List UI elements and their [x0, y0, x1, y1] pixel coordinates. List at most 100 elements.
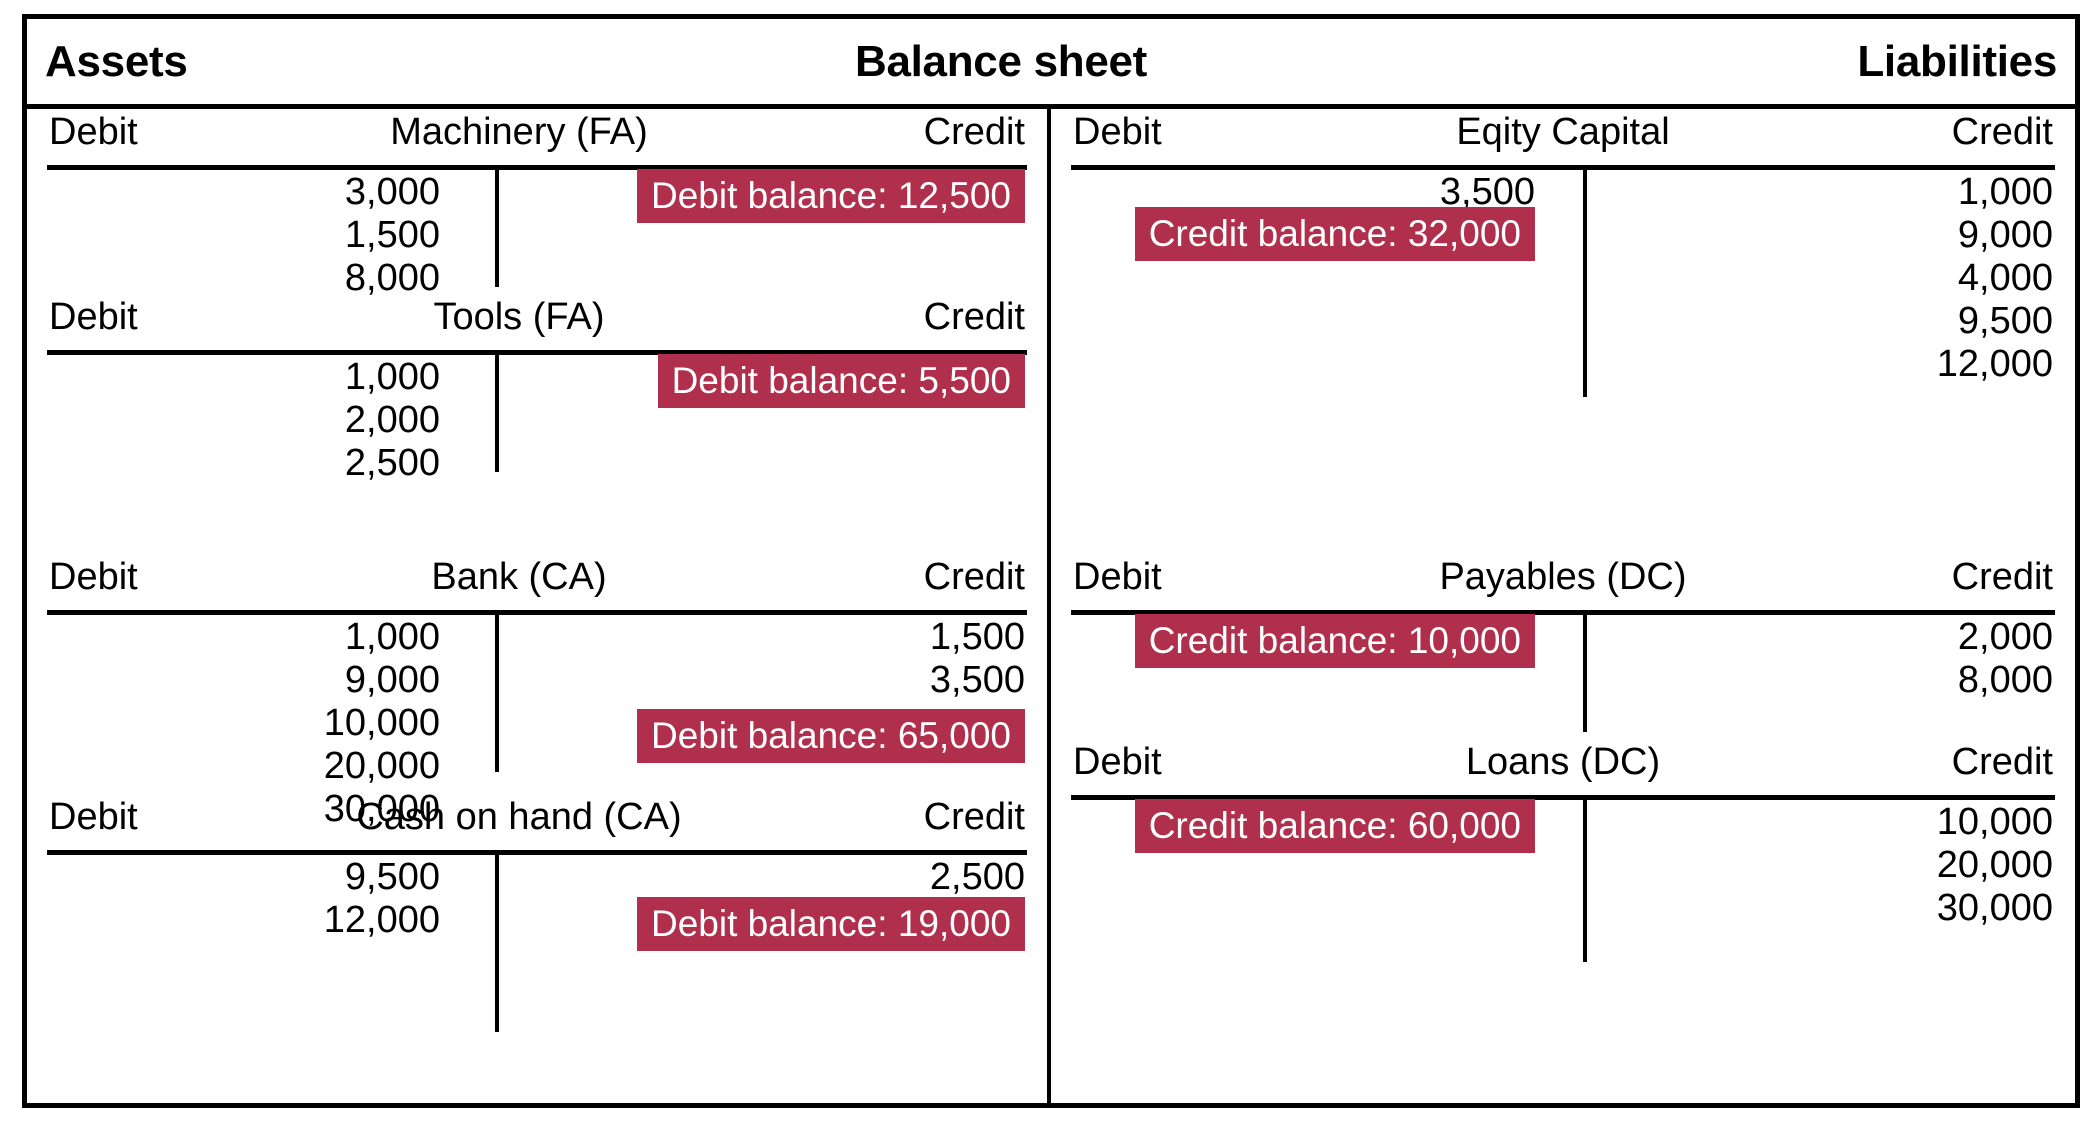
credit-column-header: Credit — [1951, 111, 2053, 153]
balance-badge: Debit balance: 12,500 — [637, 169, 1025, 223]
debit-entries: 1,000 2,000 2,500 — [345, 356, 440, 485]
t-account-top-rule — [47, 350, 1027, 355]
debit-column-header: Debit — [49, 111, 138, 153]
account-name: Bank (CA) — [431, 556, 607, 598]
balance-sheet-frame: Assets Balance sheet Liabilities Debit M… — [22, 14, 2080, 1108]
t-account-divider — [1583, 612, 1587, 732]
t-account-tools: Debit Tools (FA) Credit 1,000 2,000 2,50… — [27, 294, 1047, 484]
t-account-equity-capital: Debit Eqity Capital Credit 3,500 1,000 9… — [1051, 109, 2075, 397]
balance-badge: Credit balance: 32,000 — [1134, 207, 1535, 261]
entry-value: 9,500 — [344, 856, 440, 898]
entry-value: 1,000 — [344, 616, 440, 658]
t-account-machinery: Debit Machinery (FA) Credit 3,000 1,500 … — [27, 109, 1047, 299]
t-account-header: Debit Tools (FA) Credit — [27, 294, 1047, 350]
t-account-bank: Debit Bank (CA) Credit 1,000 9,000 10,00… — [27, 554, 1047, 830]
entry-value: 12,000 — [1936, 343, 2053, 385]
t-account-divider — [1583, 167, 1587, 397]
entry-value: 2,500 — [344, 442, 440, 484]
t-account-loans: Debit Loans (DC) Credit 10,000 20,000 30… — [1051, 739, 2075, 962]
credit-column-header: Credit — [923, 296, 1025, 338]
entry-value: 30,000 — [323, 788, 440, 830]
liabilities-panel: Debit Eqity Capital Credit 3,500 1,000 9… — [1051, 109, 2075, 1103]
credit-entries: 1,500 3,500 — [930, 616, 1025, 702]
credit-entries: 10,000 20,000 30,000 — [1937, 801, 2053, 930]
t-account-divider — [495, 612, 499, 772]
balance-badge: Debit balance: 5,500 — [657, 354, 1025, 408]
balance-badge: Debit balance: 65,000 — [637, 709, 1025, 763]
t-account-header: Debit Cash on hand (CA) Credit — [27, 794, 1047, 850]
account-name: Payables (DC) — [1439, 556, 1687, 598]
t-account-header: Debit Bank (CA) Credit — [27, 554, 1047, 610]
entry-value: 1,000 — [1957, 171, 2053, 213]
balance-badge: Credit balance: 10,000 — [1134, 614, 1535, 668]
debit-entries: 3,500 — [1440, 171, 1535, 214]
entry-value: 3,500 — [1439, 171, 1535, 213]
credit-entries: 1,000 9,000 4,000 9,500 12,000 — [1937, 171, 2053, 386]
assets-panel: Debit Machinery (FA) Credit 3,000 1,500 … — [27, 109, 1051, 1103]
debit-column-header: Debit — [1073, 111, 1162, 153]
t-account-top-rule — [1071, 610, 2055, 615]
debit-column-header: Debit — [49, 296, 138, 338]
entry-value: 3,500 — [929, 659, 1025, 701]
account-name: Loans (DC) — [1465, 741, 1661, 783]
account-name: Tools (FA) — [433, 296, 605, 338]
t-account-header: Debit Machinery (FA) Credit — [27, 109, 1047, 165]
account-name: Cash on hand (CA) — [356, 796, 682, 838]
entry-value: 2,000 — [1957, 616, 2053, 658]
entry-value: 2,000 — [344, 399, 440, 441]
entry-value: 12,000 — [323, 899, 440, 941]
credit-column-header: Credit — [923, 556, 1025, 598]
debit-entries: 9,500 12,000 — [324, 856, 440, 942]
balance-badge: Debit balance: 19,000 — [637, 897, 1025, 951]
entry-value: 20,000 — [1936, 844, 2053, 886]
balance-badge: Credit balance: 60,000 — [1134, 799, 1535, 853]
account-name: Machinery (FA) — [390, 111, 648, 153]
entry-value: 2,500 — [929, 856, 1025, 898]
debit-column-header: Debit — [1073, 741, 1162, 783]
debit-column-header: Debit — [49, 556, 138, 598]
entry-value: 20,000 — [323, 745, 440, 787]
debit-entries: 3,000 1,500 8,000 — [345, 171, 440, 300]
t-account-header: Debit Eqity Capital Credit — [1051, 109, 2075, 165]
credit-column-header: Credit — [1951, 741, 2053, 783]
t-account-header: Debit Loans (DC) Credit — [1051, 739, 2075, 795]
t-account-divider — [495, 167, 499, 287]
entry-value: 1,500 — [929, 616, 1025, 658]
t-account-divider — [495, 352, 499, 472]
debit-column-header: Debit — [1073, 556, 1162, 598]
entry-value: 4,000 — [1957, 257, 2053, 299]
entry-value: 8,000 — [344, 257, 440, 299]
t-account-top-rule — [47, 850, 1027, 855]
t-account-cash-on-hand: Debit Cash on hand (CA) Credit 9,500 12,… — [27, 794, 1047, 1032]
credit-entries: 2,000 8,000 — [1958, 616, 2053, 702]
credit-column-header: Credit — [923, 111, 1025, 153]
ledger-body: Debit Machinery (FA) Credit 3,000 1,500 … — [27, 109, 2075, 1103]
debit-entries: 1,000 9,000 10,000 20,000 30,000 — [324, 616, 440, 831]
account-name: Eqity Capital — [1456, 111, 1670, 153]
credit-column-header: Credit — [1951, 556, 2053, 598]
t-account-top-rule — [47, 165, 1027, 170]
debit-column-header: Debit — [49, 796, 138, 838]
page-title: Balance sheet — [854, 36, 1148, 86]
t-account-header: Debit Payables (DC) Credit — [1051, 554, 2075, 610]
sheet-header: Assets Balance sheet Liabilities — [27, 19, 2075, 109]
credit-entries: 2,500 — [930, 856, 1025, 899]
entry-value: 9,000 — [1957, 214, 2053, 256]
entry-value: 30,000 — [1936, 887, 2053, 929]
t-account-top-rule — [1071, 165, 2055, 170]
entry-value: 10,000 — [1936, 801, 2053, 843]
entry-value: 9,000 — [344, 659, 440, 701]
t-account-divider — [1583, 797, 1587, 962]
entry-value: 9,500 — [1957, 300, 2053, 342]
t-account-payables: Debit Payables (DC) Credit 2,000 8,000 C… — [1051, 554, 2075, 732]
credit-column-header: Credit — [923, 796, 1025, 838]
assets-title: Assets — [45, 36, 188, 86]
entry-value: 8,000 — [1957, 659, 2053, 701]
t-account-top-rule — [1071, 795, 2055, 800]
liabilities-title: Liabilities — [1857, 36, 2057, 86]
t-account-divider — [495, 852, 499, 1032]
entry-value: 1,000 — [344, 356, 440, 398]
entry-value: 3,000 — [344, 171, 440, 213]
entry-value: 1,500 — [344, 214, 440, 256]
entry-value: 10,000 — [323, 702, 440, 744]
